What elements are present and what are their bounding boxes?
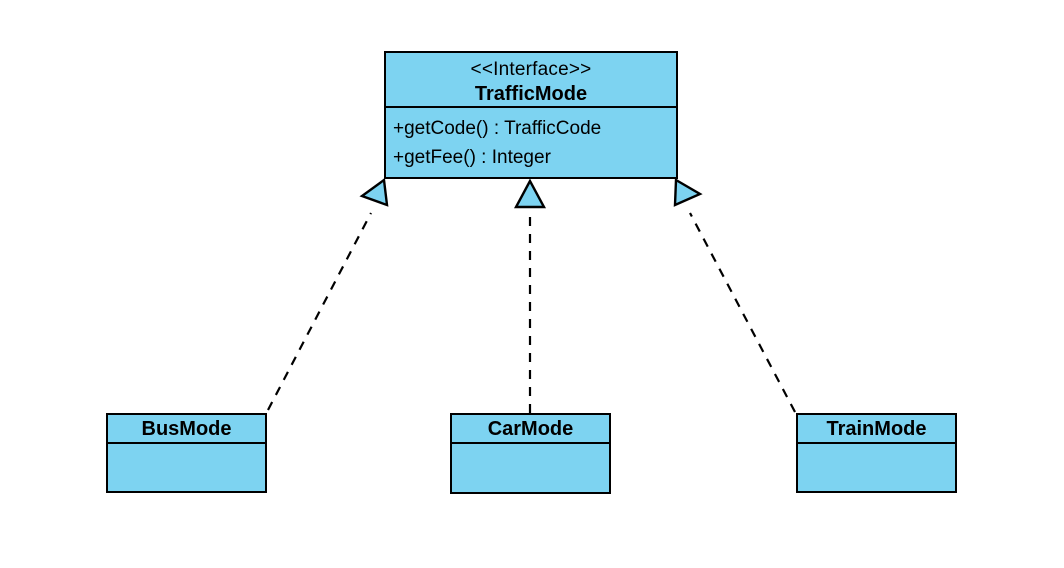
- interface-methods-compartment: +getCode() : TrafficCode +getFee() : Int…: [386, 108, 676, 172]
- class-header: BusMode: [108, 415, 265, 444]
- realization-arrowhead-right-icon: [673, 177, 703, 207]
- class-node-trainmode: TrainMode: [796, 413, 957, 493]
- interface-method-getcode: +getCode() : TrafficCode: [393, 118, 602, 139]
- interface-method-getfee: +getFee() : Integer: [393, 147, 551, 168]
- class-name-trainmode: TrainMode: [826, 418, 927, 440]
- class-name-busmode: BusMode: [141, 418, 232, 440]
- class-name-carmode: CarMode: [487, 418, 574, 440]
- class-node-busmode: BusMode: [106, 413, 267, 493]
- realization-arrowhead-middle-icon: [513, 178, 547, 209]
- interface-name: TrafficMode: [474, 83, 588, 105]
- interface-node-trafficmode: <<Interface>> TrafficMode +getCode() : T…: [384, 51, 678, 179]
- class-header: TrainMode: [798, 415, 955, 444]
- realization-edge-busmode: [267, 212, 372, 411]
- interface-header: <<Interface>> TrafficMode: [386, 53, 676, 108]
- realization-edge-trainmode: [689, 212, 796, 413]
- realization-arrowhead-left-icon: [359, 177, 389, 207]
- class-body-compartment: [108, 444, 265, 520]
- class-body-compartment: [798, 444, 955, 520]
- class-body-compartment: [452, 444, 609, 521]
- class-header: CarMode: [452, 415, 609, 444]
- class-node-carmode: CarMode: [450, 413, 611, 494]
- interface-stereotype: <<Interface>>: [470, 59, 592, 80]
